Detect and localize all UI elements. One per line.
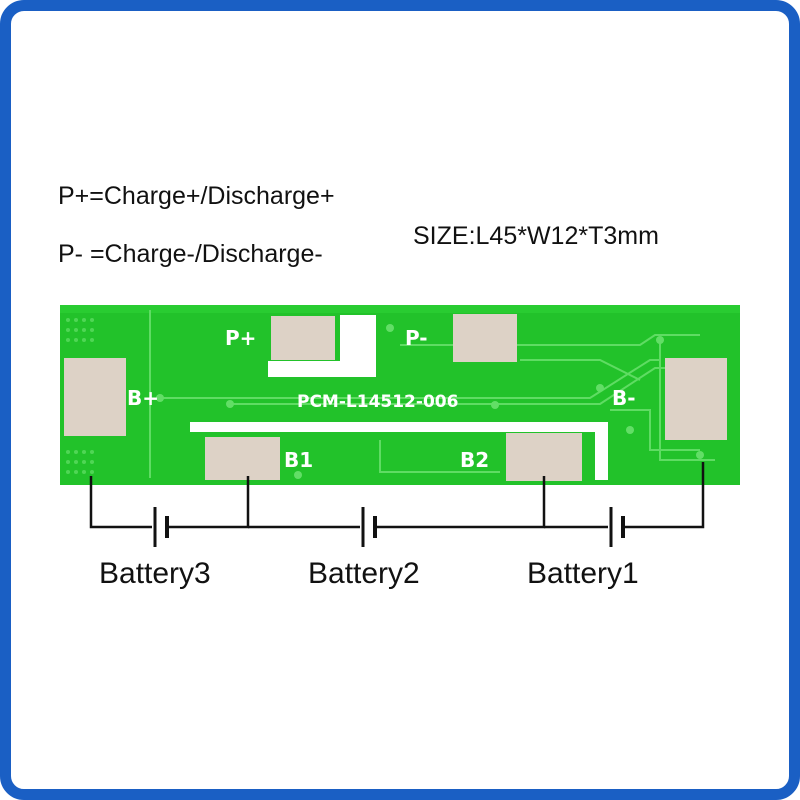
pad-p-minus	[453, 314, 517, 362]
legend-p-minus: P- =Charge-/Discharge-	[58, 240, 323, 268]
pad-b1	[205, 437, 280, 480]
label-p-minus: P-	[405, 326, 428, 350]
battery-cell-2-symbol	[361, 507, 377, 547]
battery1-label: Battery1	[527, 557, 639, 590]
pcb-vias	[156, 324, 704, 479]
label-b-minus: B-	[612, 386, 636, 410]
pcb-board	[60, 305, 740, 485]
label-p-plus: P+	[225, 326, 256, 350]
battery-wiring	[89, 462, 705, 529]
label-b2: B2	[460, 448, 489, 472]
battery-cell-3-symbol	[153, 507, 169, 547]
pad-b-minus	[665, 358, 727, 440]
silkscreen-outline	[190, 422, 608, 480]
pad-b2	[506, 433, 582, 481]
part-number: PCM-L14512-006	[297, 392, 458, 412]
silkscreen-p-block	[340, 315, 376, 361]
battery2-label: Battery2	[308, 557, 420, 590]
pcb-traces	[149, 310, 715, 478]
legend-p-plus: P+=Charge+/Discharge+	[58, 182, 335, 210]
via-array-bottom-left	[66, 450, 94, 474]
battery3-label: Battery3	[99, 557, 211, 590]
battery-cell-1-symbol	[609, 507, 625, 547]
pad-b-plus	[64, 358, 126, 436]
pcb-top-edge	[60, 305, 740, 313]
size-spec: SIZE:L45*W12*T3mm	[413, 222, 659, 250]
label-b1: B1	[284, 448, 313, 472]
pad-p-plus	[271, 316, 335, 360]
label-b-plus: B+	[127, 386, 159, 410]
silkscreen-p-bar	[268, 361, 376, 377]
via-array-top-left	[66, 318, 94, 342]
